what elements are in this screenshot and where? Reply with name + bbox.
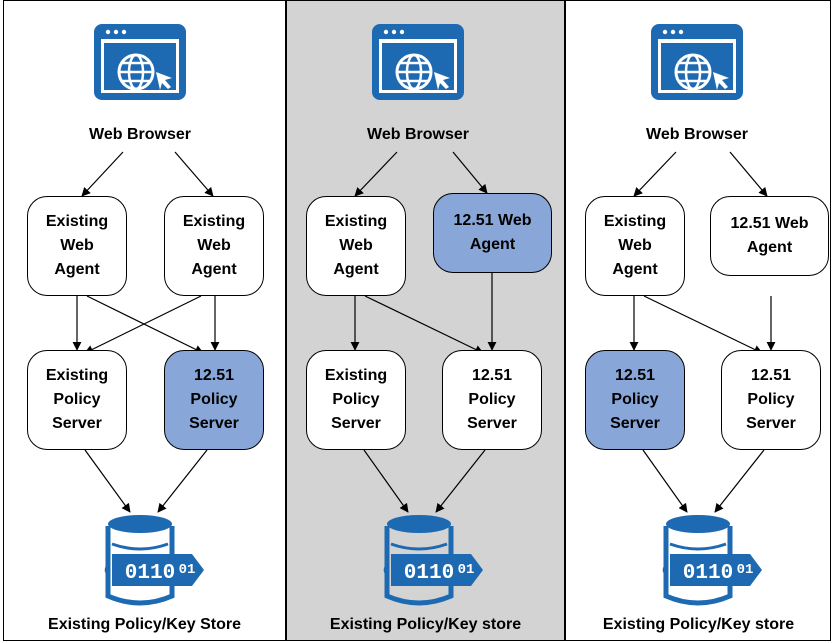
database-icon: 0110 01 0 <box>662 515 762 606</box>
store-label: Existing Policy/Key Store <box>48 616 241 633</box>
database-icon: 0110 01 0 <box>383 515 483 606</box>
svg-text:0110: 0110 <box>125 562 175 585</box>
svg-text:01: 01 <box>458 562 475 578</box>
web-browser-icon <box>651 24 743 100</box>
web-agent-node: 12.51 Web Agent <box>710 196 829 276</box>
policy-server-node: 12.51 Policy Server <box>164 350 264 450</box>
database-icon: 0110 01 0 <box>104 515 204 606</box>
svg-text:0: 0 <box>104 564 111 578</box>
browser-label: Web Browser <box>89 126 191 143</box>
svg-text:0110: 0110 <box>683 562 733 585</box>
browser-label: Web Browser <box>367 126 469 143</box>
svg-text:0: 0 <box>383 564 390 578</box>
svg-text:0110: 0110 <box>404 562 454 585</box>
web-browser-icon <box>94 24 186 100</box>
web-agent-node: Existing Web Agent <box>306 196 406 296</box>
web-agent-node: Existing Web Agent <box>164 196 264 296</box>
svg-text:01: 01 <box>737 562 754 578</box>
store-label: Existing Policy/Key store <box>602 616 795 633</box>
policy-server-node: Existing Policy Server <box>306 350 406 450</box>
web-agent-node: 12.51 Web Agent <box>433 193 552 273</box>
svg-text:01: 01 <box>179 562 196 578</box>
policy-server-node: 12.51 Policy Server <box>585 350 685 450</box>
policy-server-node: Existing Policy Server <box>27 350 127 450</box>
policy-server-node: 12.51 Policy Server <box>721 350 821 450</box>
store-label: Existing Policy/Key store <box>329 616 522 633</box>
web-agent-node: Existing Web Agent <box>27 196 127 296</box>
policy-server-node: 12.51 Policy Server <box>442 350 542 450</box>
browser-label: Web Browser <box>646 126 748 143</box>
web-browser-icon <box>372 24 464 100</box>
svg-text:0: 0 <box>662 564 669 578</box>
web-agent-node: Existing Web Agent <box>585 196 685 296</box>
